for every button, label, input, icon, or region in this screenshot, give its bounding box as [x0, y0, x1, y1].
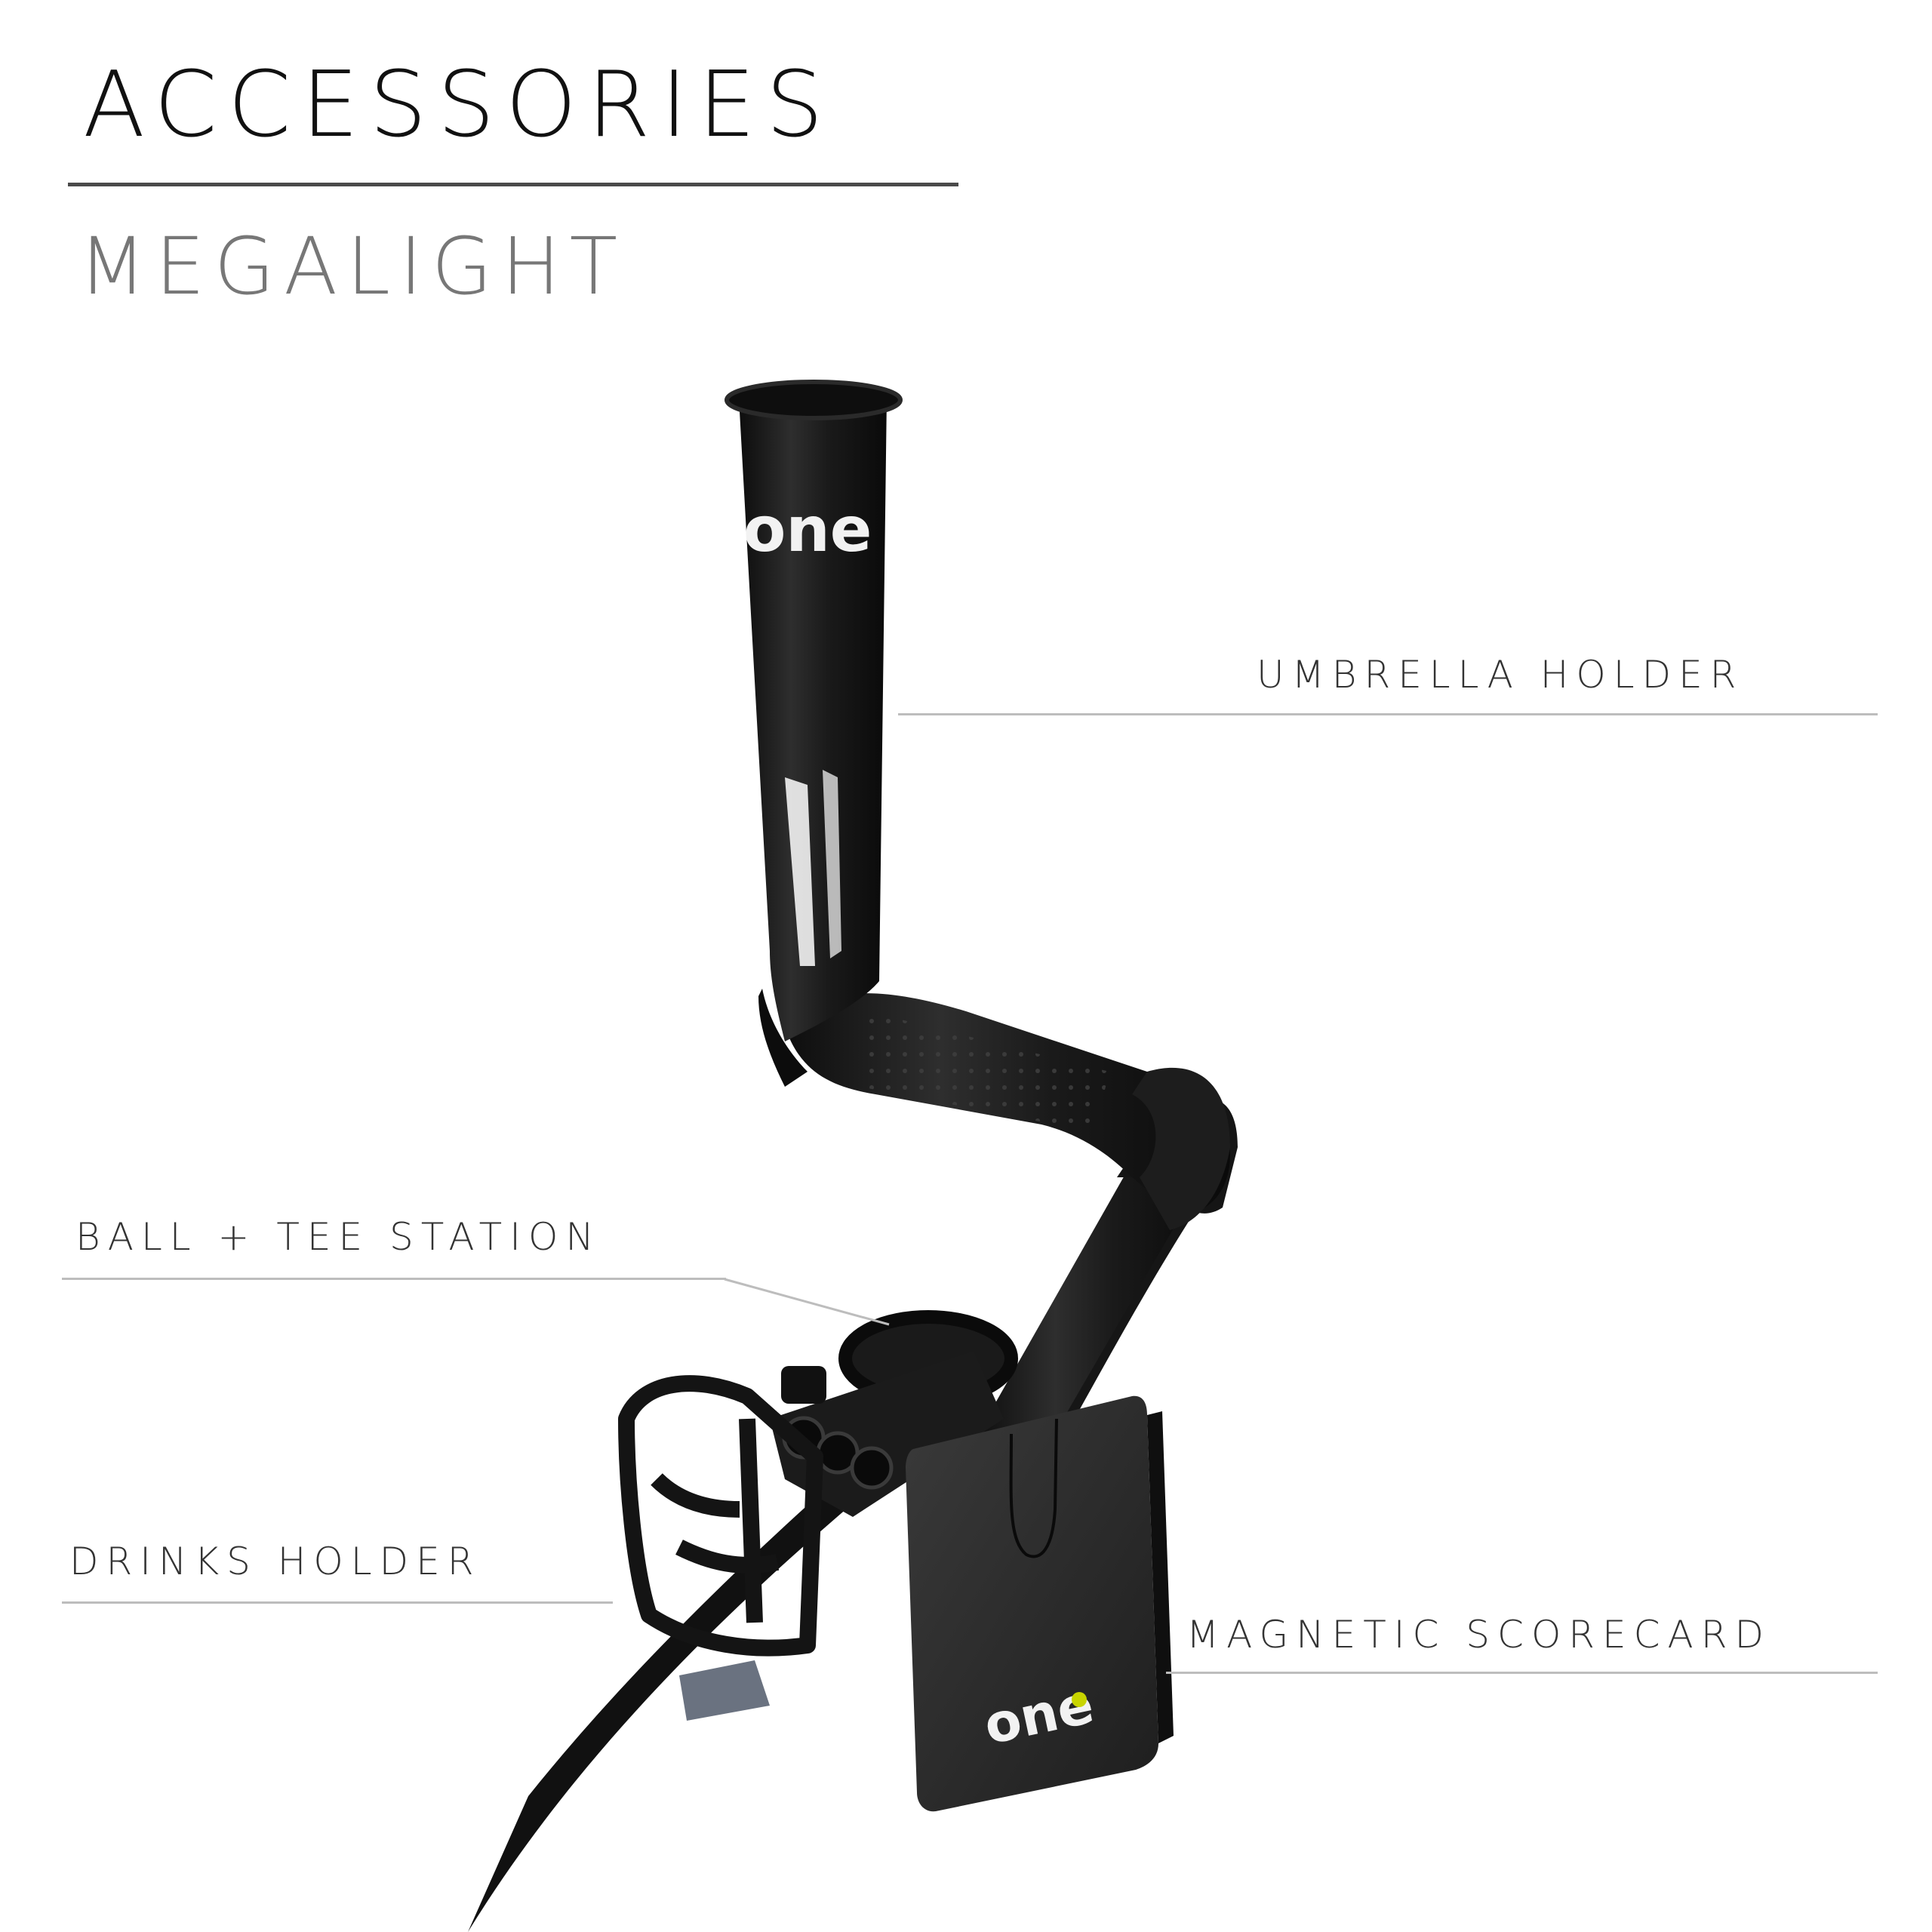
logo-accent: [1072, 1692, 1087, 1707]
drinks-holder: [618, 1375, 823, 1657]
callout-ball-tee-station-rule: [62, 1278, 726, 1280]
handle-grip: [785, 993, 1230, 1230]
magnetic-scorecard: [906, 1395, 1174, 1812]
product-name: MEGALIGHT: [78, 220, 627, 312]
callout-magnetic-scorecard-rule: [1166, 1672, 1878, 1674]
ball-tee-leader: [724, 1278, 890, 1326]
callout-ball-tee-station: BALL + TEE STATION: [75, 1215, 601, 1259]
callout-drinks-holder-rule: [62, 1601, 613, 1604]
drinks-holder-base: [679, 1660, 770, 1721]
umbrella-holder-logo: one: [743, 494, 872, 566]
callout-drinks-holder: DRINKS HOLDER: [69, 1540, 481, 1583]
title-divider: [68, 183, 958, 186]
callout-umbrella-holder: UMBRELLA HOLDER: [1257, 653, 1744, 697]
page-title: ACCESSORIES: [83, 53, 834, 158]
umbrella-holder: [724, 380, 903, 1087]
callout-umbrella-holder-rule: [898, 713, 1878, 715]
callout-magnetic-scorecard: MAGNETIC SCORECARD: [1186, 1613, 1771, 1657]
tee-hole: [850, 1446, 894, 1490]
